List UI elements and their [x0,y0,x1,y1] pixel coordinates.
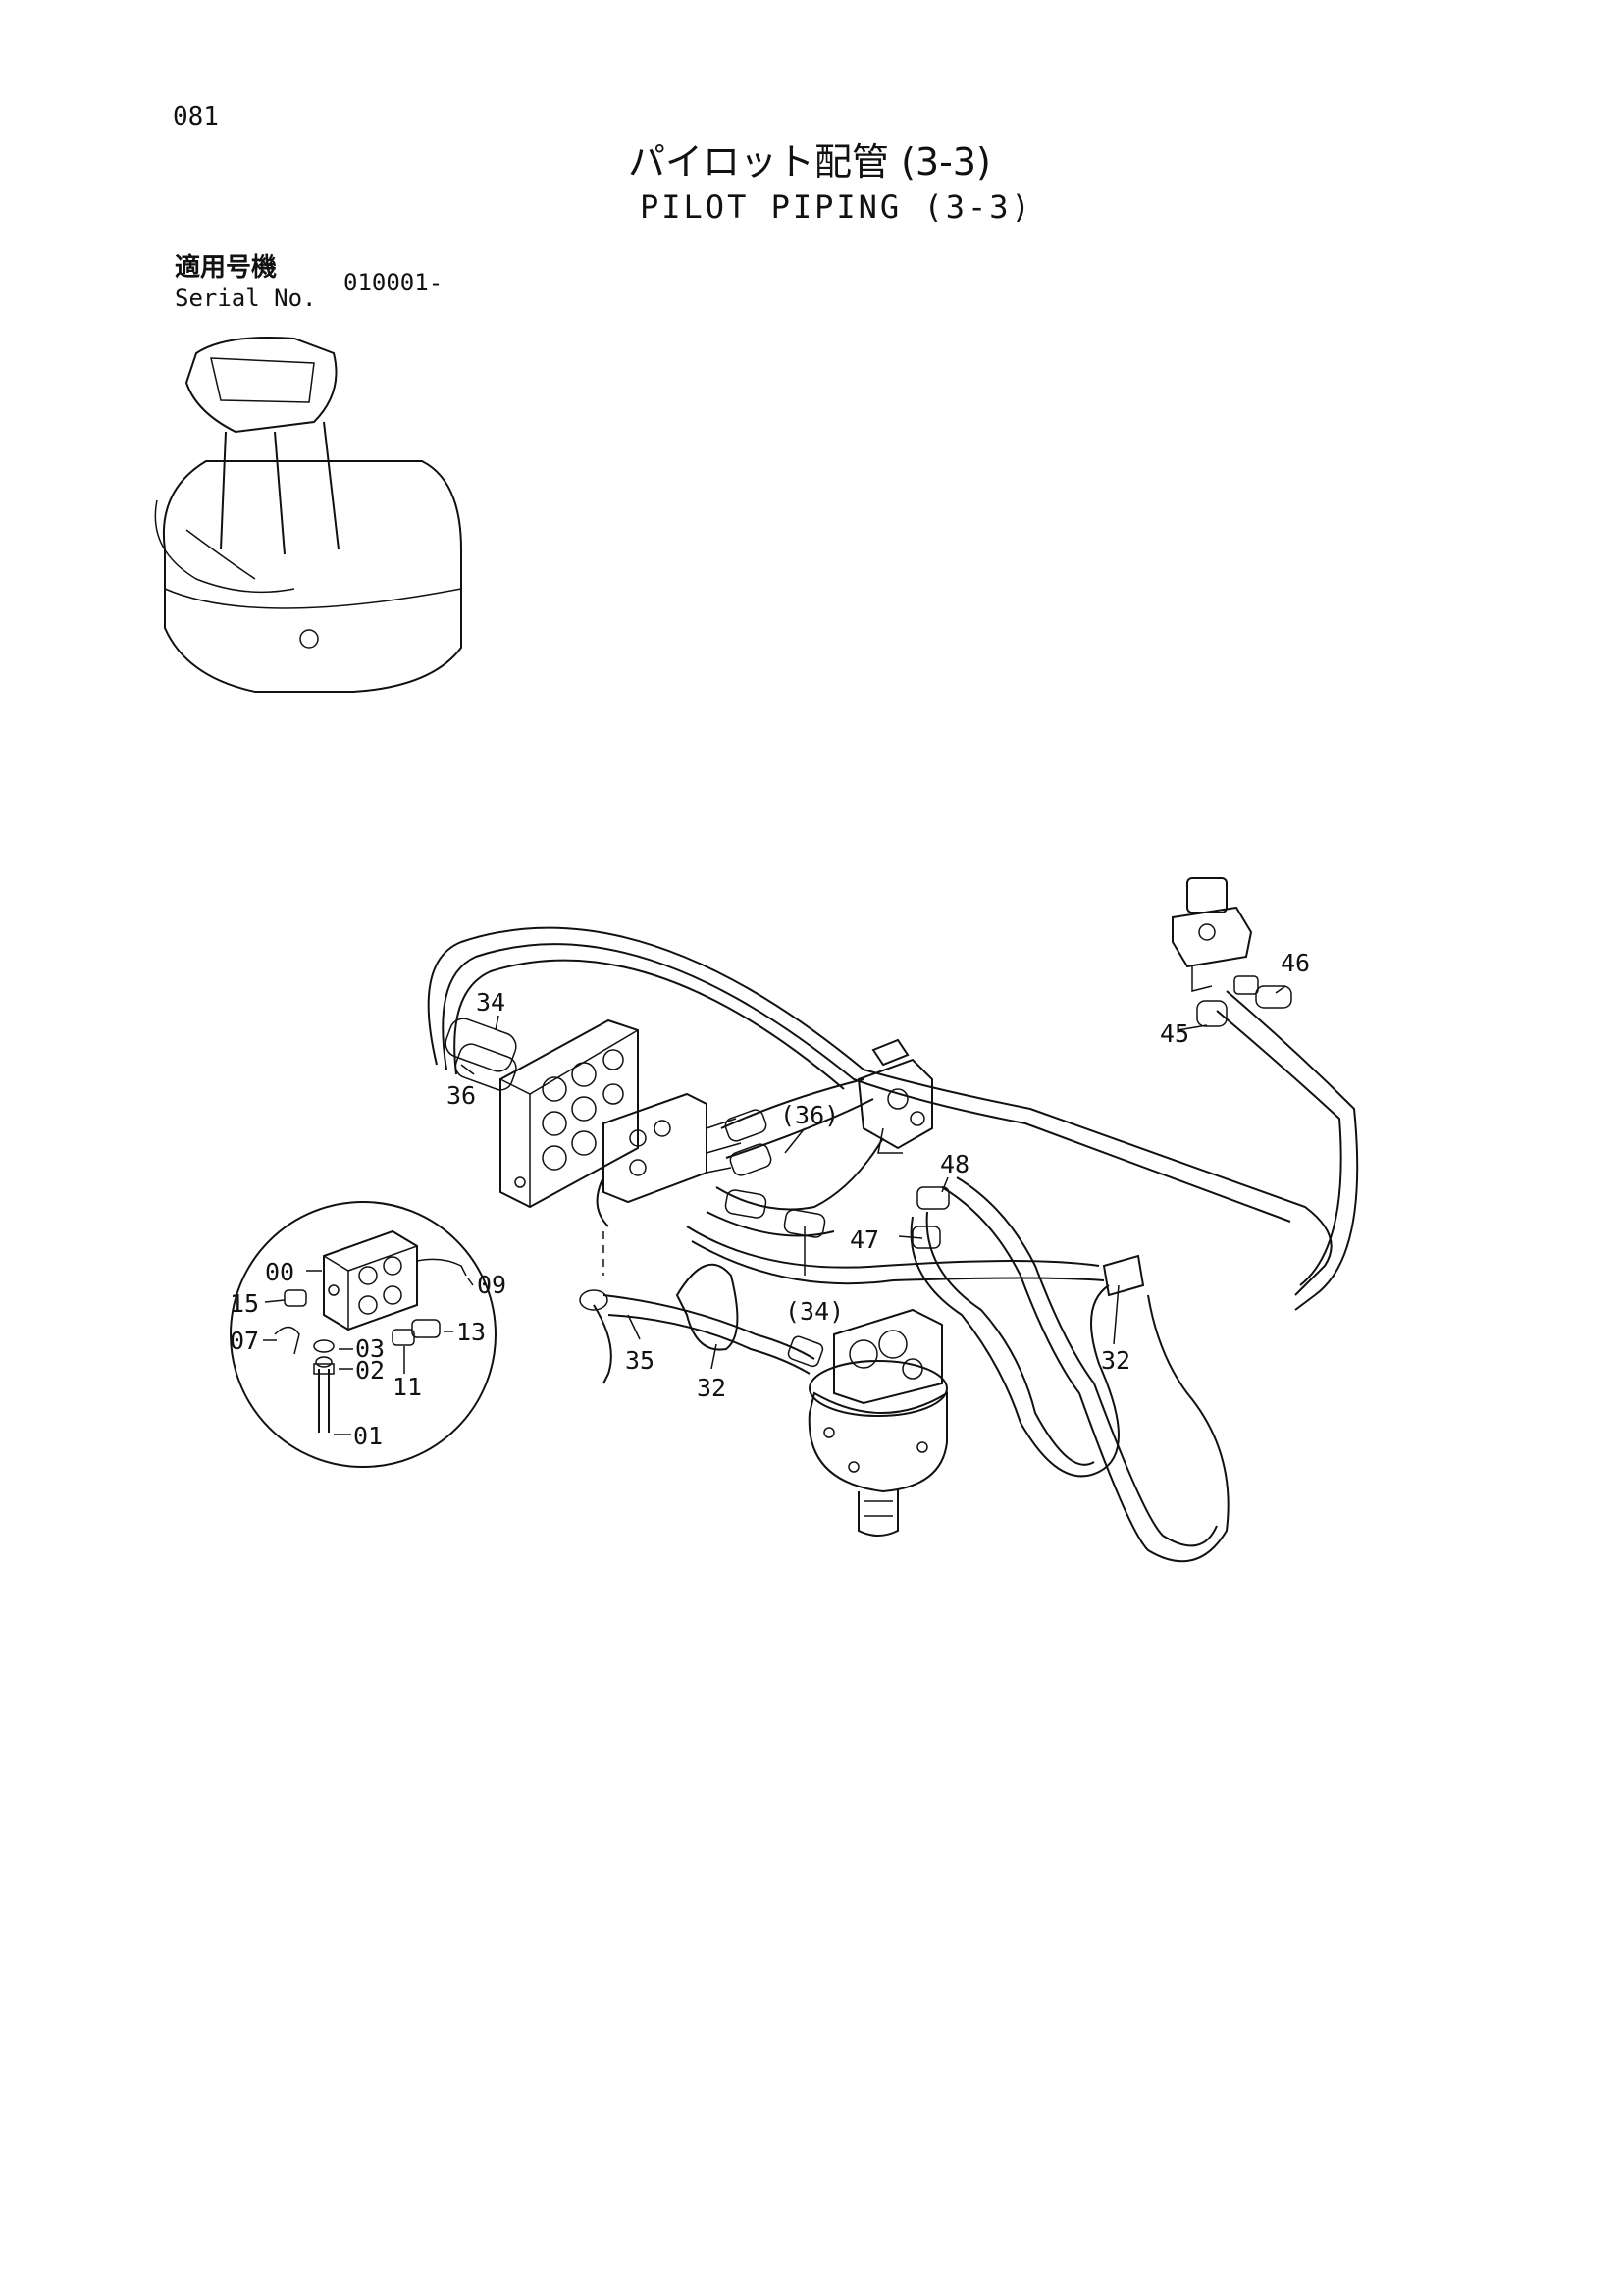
callout-34: 34 [476,988,505,1017]
callout-32-right: 32 [1101,1346,1130,1375]
lower-right-hose-loop [910,1176,1230,1563]
machine-overview-illustration [154,337,462,693]
callout-15: 15 [230,1289,259,1318]
callout-07: 07 [230,1327,259,1355]
serial-label-english: Serial No. [175,285,317,312]
serial-number-value: 010001- [343,269,444,296]
shuttle-valve-assembly [579,1092,742,1311]
middle-hose-group [686,1078,1105,1285]
title-japanese: パイロット配管 (3-3) [628,140,991,183]
pilot-valve-top-right [1172,877,1292,1027]
callout-48: 48 [940,1150,969,1178]
callout-09: 09 [477,1271,506,1299]
callout-34-parenthesized: (34) [785,1297,844,1326]
callout-47: 47 [850,1226,879,1254]
lower-left-hoses [593,1263,824,1384]
swing-control-valve [857,1038,933,1154]
callout-01: 01 [353,1422,383,1450]
callout-36: 36 [446,1081,476,1110]
callout-03: 03 [355,1334,385,1363]
pilot-valve-manifold-block [445,1018,639,1209]
callout-45: 45 [1160,1019,1189,1048]
title-english: PILOT PIPING (3-3) [640,188,1033,226]
callout-36-parenthesized: (36) [780,1101,839,1129]
callout-13: 13 [456,1318,486,1346]
callout-02: 02 [355,1356,385,1384]
callout-11: 11 [393,1373,422,1401]
callout-35: 35 [625,1346,654,1375]
swing-motor [808,1308,948,1537]
callout-labels: 34 36 (36) (34) 35 32 32 45 46 47 48 00 … [230,949,1310,1450]
callout-leader-lines [263,985,1286,1435]
callout-00: 00 [265,1258,294,1286]
exploded-detail-circle [230,1201,497,1468]
serial-label-japanese: 適用号機 [175,253,278,283]
upper-hose-bundle [427,926,1359,1311]
callout-46: 46 [1281,949,1310,977]
page-number: 081 [173,102,219,131]
callout-32-left: 32 [697,1374,726,1402]
